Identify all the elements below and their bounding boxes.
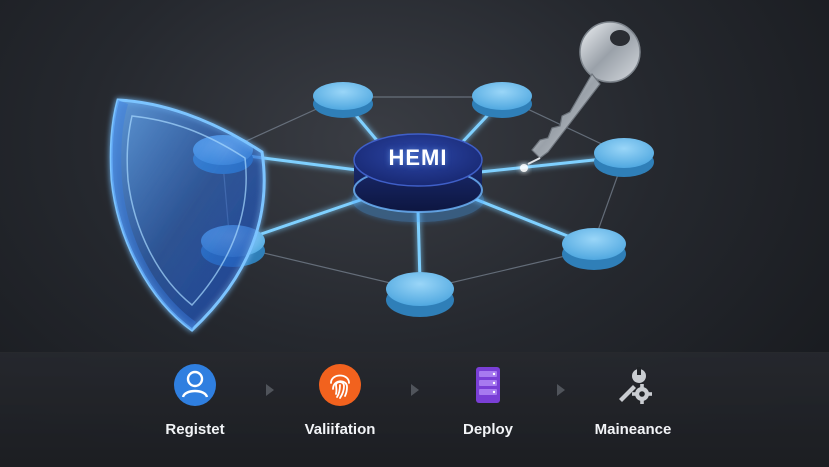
step-validation[interactable]: Valiifation [280,363,400,459]
node-lower-right [562,228,626,270]
node-top-left [313,82,373,118]
step-maintenance[interactable]: Maineance [573,363,693,459]
chevron-right-icon [411,384,419,396]
tools-gear-icon [619,367,652,404]
step-label: Valiifation [304,421,376,438]
server-icon [476,367,500,403]
step-label: Registet [165,421,225,438]
node-top-right [472,82,532,118]
shield-icon [109,98,266,332]
step-label: Deploy [462,421,513,438]
node-right [594,138,654,177]
step-deploy[interactable]: Deploy [428,363,548,459]
workflow-steps-bar: Registet Valiifation Deploy [0,352,829,467]
hub-label: HEMI [388,145,448,170]
chevron-right-icon [266,384,274,396]
hub-node [352,133,484,222]
key-icon [520,21,641,172]
step-label: Maineance [594,421,672,438]
fingerprint-icon [319,364,361,406]
step-register[interactable]: Registet [135,363,255,459]
chevron-right-icon [557,384,565,396]
user-icon [174,364,216,406]
node-bottom [386,272,454,317]
